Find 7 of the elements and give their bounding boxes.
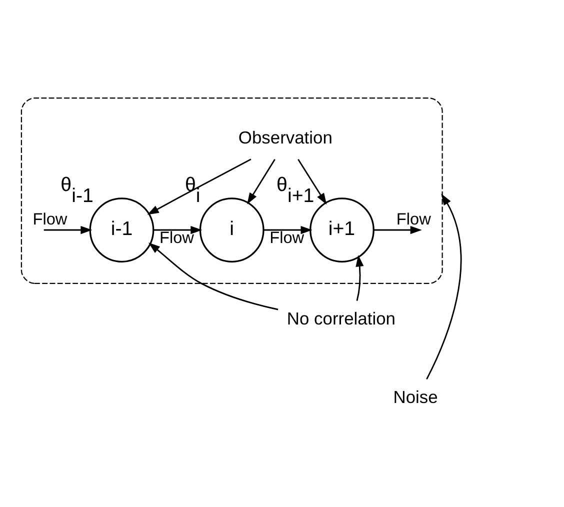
edge-label: Flow xyxy=(32,210,68,228)
node-text: Noise xyxy=(393,386,438,407)
node-text: Observation xyxy=(238,127,332,148)
node-text: No correlation xyxy=(286,308,396,328)
edge-label: Flow xyxy=(396,210,431,228)
edge-label: Flow xyxy=(159,228,194,247)
edge-label: Flow xyxy=(270,228,304,247)
